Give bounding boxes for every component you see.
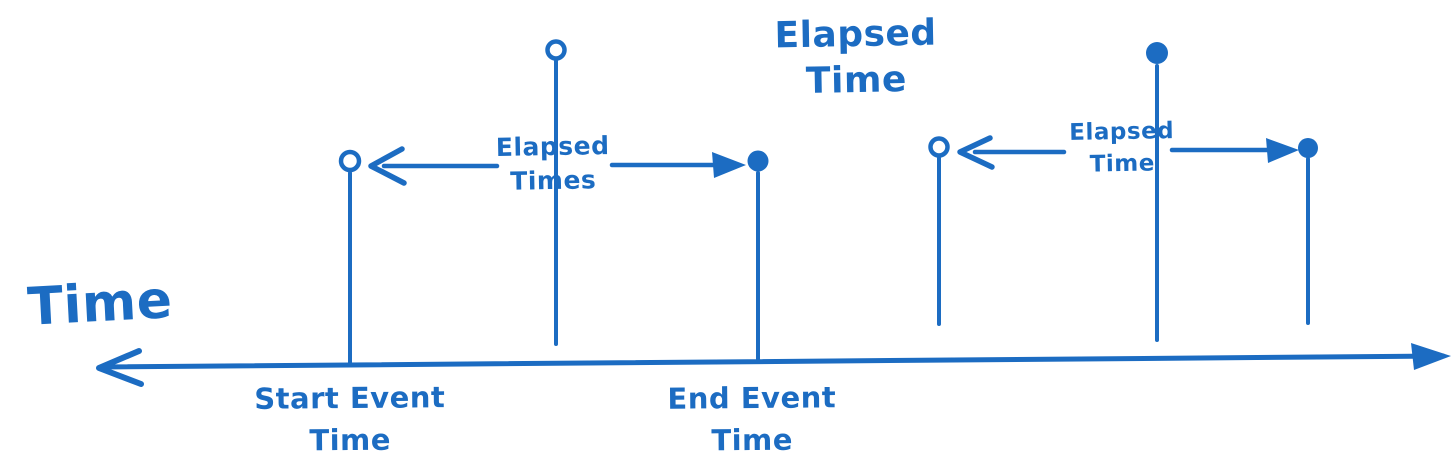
axis-left-arrowhead-icon [96,348,144,387]
left-reference-open-circle-marker [545,39,567,61]
left-elapsed-right-arrowhead-icon [712,152,746,178]
end-event-time-label: End Event Time [641,376,864,462]
right-reference-filled-circle-marker [1146,42,1168,64]
end-event-label-line-2: Time [711,422,794,458]
axis-right-arrowhead-icon [1411,343,1451,370]
left-elapsed-label-line-1: Elapsed [495,131,610,162]
right-elapsed-right-arrowhead-icon [1266,138,1299,163]
heading-line-1: Elapsed [774,12,937,57]
right-elapsed-left-arrowhead-icon [957,135,995,170]
right-elapsed-label-line-1: Elapsed [1069,118,1175,146]
time-axis-line [99,353,1446,370]
end-event-filled-circle-marker [747,150,769,172]
right-elapsed-time-label: Elapsed Time [1055,115,1188,181]
start-event-open-circle-marker [338,149,362,173]
start-event-label-line-2: Time [309,422,392,458]
right-filled-circle-marker [1298,138,1318,158]
elapsed-time-heading: Elapsed Time [757,10,955,105]
left-elapsed-left-arrowhead-icon [368,146,407,186]
start-event-time-label: Start Event Time [239,376,462,462]
left-elapsed-times-label: Elapsed Times [485,129,620,199]
right-elapsed-label-line-2: Time [1089,150,1156,178]
heading-line-2: Time [805,59,908,102]
time-axis-label: Time [26,270,174,338]
left-elapsed-label-line-2: Times [510,165,597,196]
end-event-label-line-1: End Event [667,380,837,416]
right-open-circle-marker [928,136,950,158]
start-event-label-line-1: Start Event [254,380,446,416]
